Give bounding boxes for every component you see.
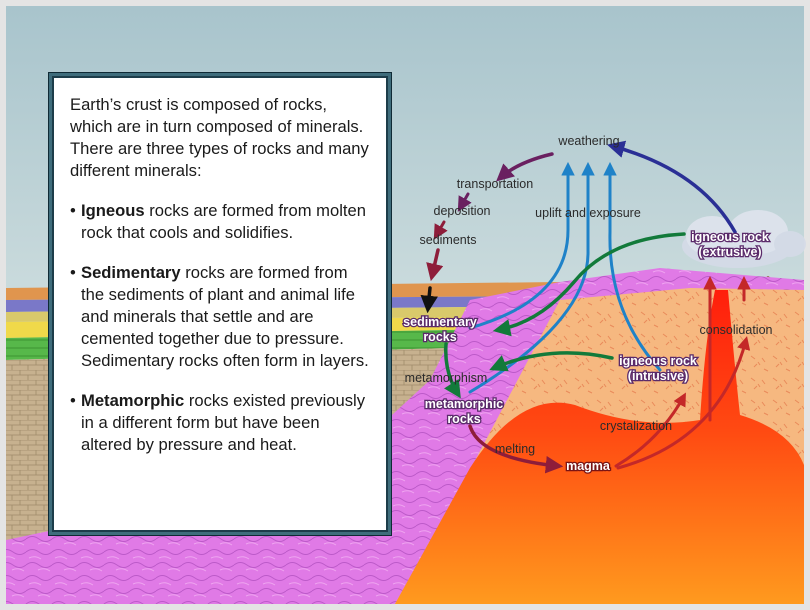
- bullet-igneous-text: rocks are formed from molten rock that c…: [81, 201, 366, 242]
- bullet-metamorphic-text: rocks existed previously in a different …: [81, 391, 366, 454]
- label-melting: melting: [495, 442, 535, 456]
- bullet-sedimentary: • Sedimentary rocks are formed from the …: [70, 262, 372, 372]
- bullet-igneous-content: Igneous rocks are formed from molten roc…: [81, 200, 372, 244]
- label-metamorphism: metamorphism: [405, 371, 488, 385]
- arrow-sediments: [433, 220, 448, 240]
- label-magma: magma: [566, 459, 611, 473]
- arrow-sediments-down: [426, 248, 444, 282]
- magma-chamber: [395, 290, 804, 604]
- arrow-crystalization: [614, 392, 686, 468]
- cloud: [682, 210, 806, 268]
- bullet-sedimentary-text: rocks are formed from the sediments of p…: [81, 263, 369, 370]
- arrow-uplift-3: [603, 161, 662, 372]
- label-sedimentary-2: rocks: [423, 330, 456, 344]
- arrow-weathering: [606, 140, 737, 234]
- label-sedimentary-1: sedimentary: [403, 315, 477, 329]
- arrow-melting: [468, 424, 564, 474]
- bullet-sedimentary-content: Sedimentary rocks are formed from the se…: [81, 262, 372, 372]
- label-deposition: deposition: [434, 204, 491, 218]
- rock-type-labels: sedimentary rocks metamorphic rocks igne…: [402, 229, 770, 475]
- bullet-dot: •: [70, 391, 76, 410]
- info-text-box: Earth’s crust is composed of rocks, whic…: [52, 76, 388, 532]
- label-extrusive-2: (extrusive): [698, 245, 761, 259]
- label-consolidation: consolidation: [700, 323, 773, 337]
- cycle-labels: weathering transportation deposition sed…: [405, 134, 773, 456]
- label-extrusive-1: igneous rock: [691, 230, 769, 244]
- bullet-metamorphic: • Metamorphic rocks existed previously i…: [70, 390, 372, 456]
- label-crystalization: crystalization: [600, 419, 672, 433]
- arrow-extrusive-to-sedimentary: [492, 232, 686, 337]
- term-igneous: Igneous: [81, 201, 145, 220]
- arrow-consolidation: [616, 336, 751, 470]
- label-intrusive-1: igneous rock: [619, 354, 697, 368]
- term-sedimentary: Sedimentary: [81, 263, 181, 282]
- arrow-metamorphism: [444, 342, 461, 399]
- bullet-metamorphic-content: Metamorphic rocks existed previously in …: [81, 390, 372, 456]
- intro-paragraph: Earth’s crust is composed of rocks, whic…: [70, 95, 369, 180]
- arrow-lithification: [420, 286, 438, 314]
- arrow-intrusive-to-metamorphic: [489, 351, 614, 372]
- arrow-deposition: [457, 192, 472, 212]
- bullet-dot: •: [70, 263, 76, 282]
- cycle-arrows: [420, 140, 751, 474]
- label-uplift: uplift and exposure: [535, 206, 641, 220]
- bullet-igneous: • Igneous rocks are formed from molten r…: [70, 200, 372, 244]
- label-sediments: sediments: [420, 233, 477, 247]
- arrow-uplift-2: [468, 161, 595, 394]
- label-weathering: weathering: [557, 134, 619, 148]
- arrow-transportation: [496, 152, 554, 182]
- label-intrusive-2: (intrusive): [628, 369, 688, 383]
- label-transportation: transportation: [457, 177, 533, 191]
- term-metamorphic: Metamorphic: [81, 391, 185, 410]
- label-metamorphic-2: rocks: [447, 412, 480, 426]
- bullet-dot: •: [70, 201, 76, 220]
- label-metamorphic-1: metamorphic: [425, 397, 504, 411]
